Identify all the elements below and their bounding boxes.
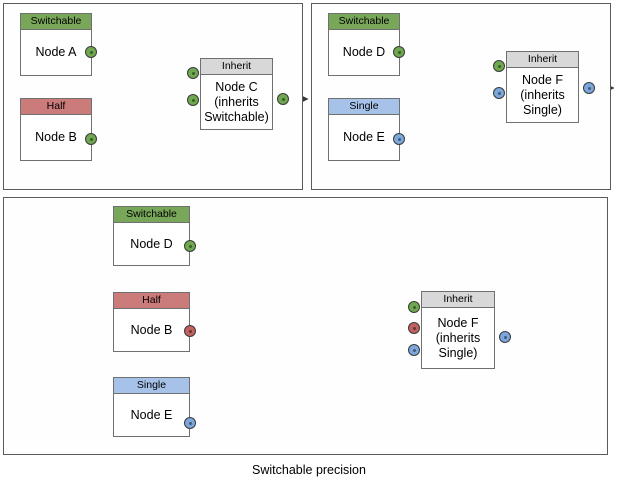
port-node-a-output[interactable] [85,46,97,58]
node-box-node-c[interactable]: Inherit Node C (inherits Switchable) [200,58,273,130]
node-box-node-d2[interactable]: Switchable Node D [113,206,190,266]
node-header-node-e2: Single [114,378,189,394]
node-header-node-a: Switchable [21,14,91,30]
node-box-node-e[interactable]: Single Node E [328,98,400,161]
port-node-c-input-2[interactable] [187,94,199,106]
panel-bottom [3,197,608,455]
node-header-node-f2: Inherit [422,292,494,308]
node-header-node-b: Half [21,99,91,115]
node-box-node-a[interactable]: Switchable Node A [20,13,92,76]
port-node-f-output[interactable] [583,82,595,94]
port-node-f-input-1[interactable] [493,60,505,72]
node-label-node-e: Node E [343,130,385,144]
port-node-b2-output[interactable] [184,325,196,337]
node-label-node-a: Node A [35,45,77,59]
node-header-node-d: Switchable [329,14,399,30]
port-node-b-output[interactable] [85,133,97,145]
port-node-f2-input-2[interactable] [408,322,420,334]
node-label-node-b2: Node B [130,322,173,337]
node-header-node-d2: Switchable [114,207,189,223]
port-node-d2-output[interactable] [184,240,196,252]
port-node-f2-output[interactable] [499,331,511,343]
node-box-node-b[interactable]: Half Node B [20,98,92,161]
diagram-caption: Switchable precision [252,463,366,477]
node-header-node-c: Inherit [201,59,272,75]
node-header-node-f: Inherit [507,52,578,68]
port-node-c-input-1[interactable] [187,67,199,79]
port-node-f2-input-3[interactable] [408,344,420,356]
port-node-d-output[interactable] [393,46,405,58]
node-box-node-f2[interactable]: Inherit Node F (inherits Single) [421,291,495,369]
port-node-e2-output[interactable] [184,417,196,429]
port-node-f-input-2[interactable] [493,87,505,99]
node-label-node-d: Node D [342,45,386,59]
node-label-node-c: Node C (inherits Switchable) [204,79,269,124]
node-header-node-b2: Half [114,293,189,309]
node-box-node-b2[interactable]: Half Node B [113,292,190,352]
node-label-node-f: Node F (inherits Single) [520,72,565,117]
node-label-node-d2: Node D [130,236,173,251]
node-box-node-e2[interactable]: Single Node E [113,377,190,437]
node-label-node-e2: Node E [130,407,173,422]
port-node-c-output[interactable] [277,93,289,105]
port-node-e-output[interactable] [393,133,405,145]
node-label-node-b: Node B [35,130,77,144]
port-node-f2-input-1[interactable] [408,301,420,313]
node-header-node-e: Single [329,99,399,115]
node-box-node-d[interactable]: Switchable Node D [328,13,400,76]
node-label-node-f2: Node F (inherits Single) [435,315,481,360]
node-box-node-f[interactable]: Inherit Node F (inherits Single) [506,51,579,123]
